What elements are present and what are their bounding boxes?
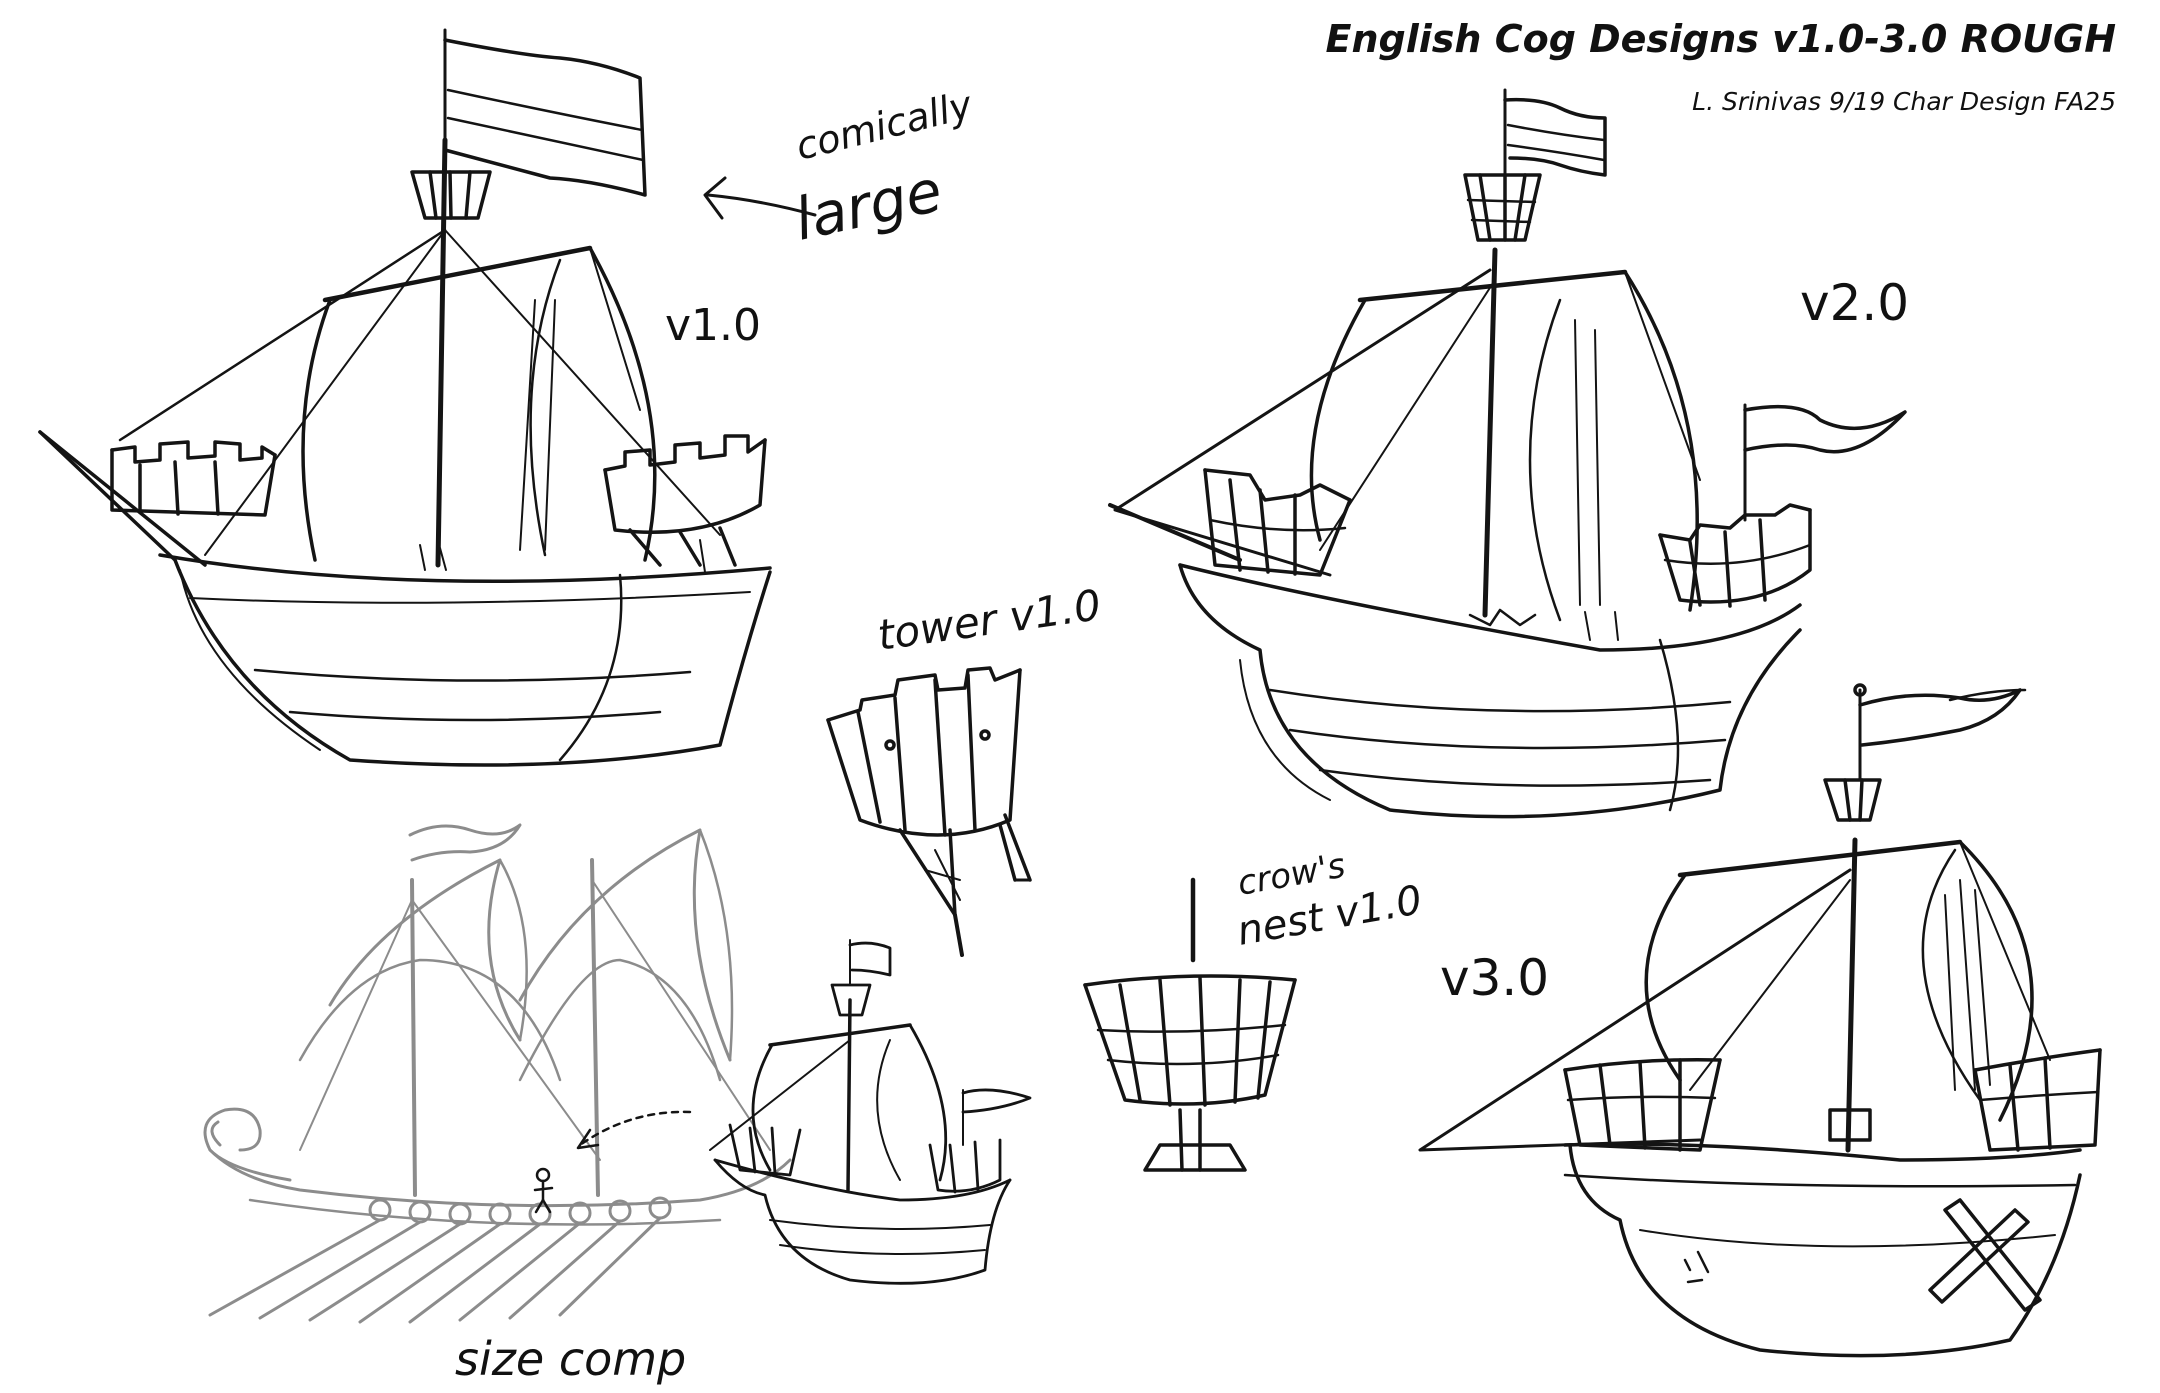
label-v2: v2.0 bbox=[1800, 274, 1909, 332]
label-tower: tower v1.0 bbox=[875, 580, 1104, 660]
ship-v2-sketch bbox=[1108, 88, 1907, 819]
size-comp-galley-sketch bbox=[203, 823, 792, 1324]
crows-nest-detail-sketch bbox=[1083, 877, 1297, 1172]
size-comp-figure bbox=[533, 1110, 692, 1214]
note-comically: comically bbox=[792, 82, 977, 168]
tower-detail-sketch bbox=[826, 666, 1032, 957]
ship-v3-sketch bbox=[1418, 683, 2102, 1358]
label-v1: v1.0 bbox=[665, 300, 761, 351]
size-comp-cog-sketch bbox=[709, 939, 1032, 1285]
label-size-comp: size comp bbox=[455, 1332, 686, 1386]
label-v3: v3.0 bbox=[1440, 949, 1549, 1007]
sheet-title: English Cog Designs v1.0-3.0 ROUGH bbox=[1326, 17, 2116, 61]
sheet-credit: L. Srinivas 9/19 Char Design FA25 bbox=[1692, 87, 2116, 116]
note-large: large bbox=[789, 156, 948, 253]
annotation-arrow bbox=[703, 176, 817, 220]
ship-v1-sketch bbox=[38, 28, 772, 767]
